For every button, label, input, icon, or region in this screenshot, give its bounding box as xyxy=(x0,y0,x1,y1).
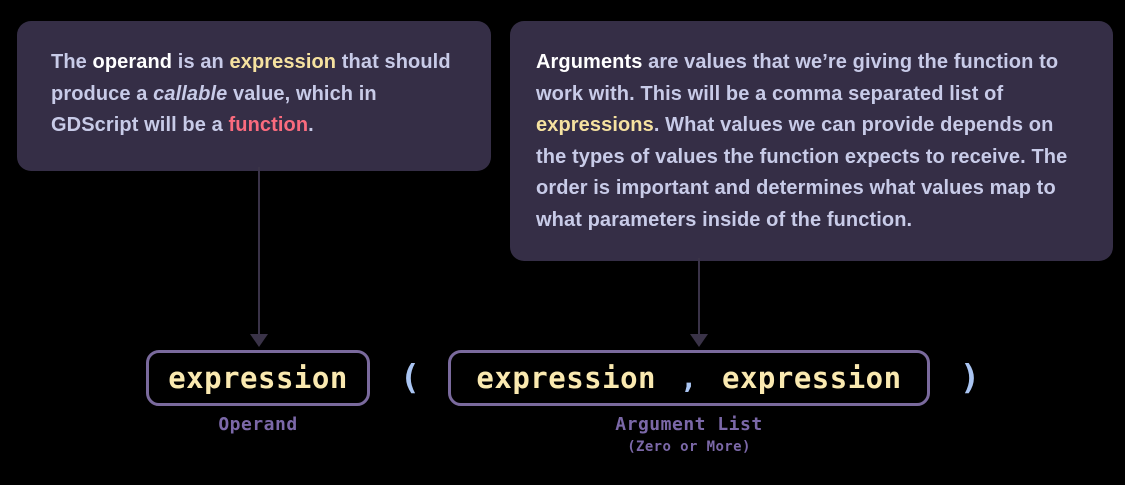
open-paren-token: ( xyxy=(395,350,425,406)
callout-operand: The operand is an expression that should… xyxy=(17,21,491,171)
annotation-argument-list-sublabel: (Zero or More) xyxy=(627,439,751,455)
annotation-operand-label: Operand xyxy=(218,414,298,435)
emphasis-arguments: Arguments xyxy=(536,51,643,73)
argument-term-label-second: expression xyxy=(721,361,902,395)
operand-term-label: expression xyxy=(168,361,348,395)
argument-separator-comma: , xyxy=(680,361,698,395)
close-paren-token: ) xyxy=(955,350,985,406)
text-segment: are values that we’re giving the functio… xyxy=(536,51,1059,105)
text-segment: . xyxy=(308,114,314,136)
connector-stem xyxy=(258,167,260,334)
argument-term-label-first: expression xyxy=(476,361,657,395)
connector-arrowhead xyxy=(250,334,268,347)
highlight-function: function xyxy=(228,114,309,136)
annotation-argument-list: Argument List (Zero or More) xyxy=(448,414,930,455)
text-segment: The xyxy=(51,51,93,73)
callout-operand-text: The operand is an expression that should… xyxy=(51,47,461,142)
text-segment: . What values we can provide depends on … xyxy=(536,114,1068,231)
italic-callable: callable xyxy=(153,82,228,105)
argument-list-term-box: expression , expression xyxy=(448,350,930,406)
open-paren-glyph: ( xyxy=(399,358,421,398)
text-segment: that should produce a xyxy=(51,51,451,105)
text-segment: value, which in GDScript will be a xyxy=(51,82,377,137)
callout-arguments: Arguments are values that we’re giving t… xyxy=(510,21,1113,261)
connector-stem xyxy=(698,258,700,334)
connector-arrowhead xyxy=(690,334,708,347)
close-paren-glyph: ) xyxy=(959,358,981,398)
text-segment: is an xyxy=(172,51,230,73)
callout-arguments-text: Arguments are values that we’re giving t… xyxy=(536,47,1085,236)
operand-term-box: expression xyxy=(146,350,370,406)
emphasis-operand: operand xyxy=(92,51,173,73)
highlight-expressions: expressions xyxy=(536,114,654,136)
annotation-operand: Operand xyxy=(146,414,370,435)
arrow-down-icon-arguments xyxy=(688,258,710,347)
syntax-diagram-row: expression ( expression , expression ) xyxy=(0,350,1125,420)
highlight-expression: expression xyxy=(229,51,337,73)
annotation-argument-list-label: Argument List xyxy=(615,414,763,435)
arrow-down-icon-operand xyxy=(248,167,270,347)
